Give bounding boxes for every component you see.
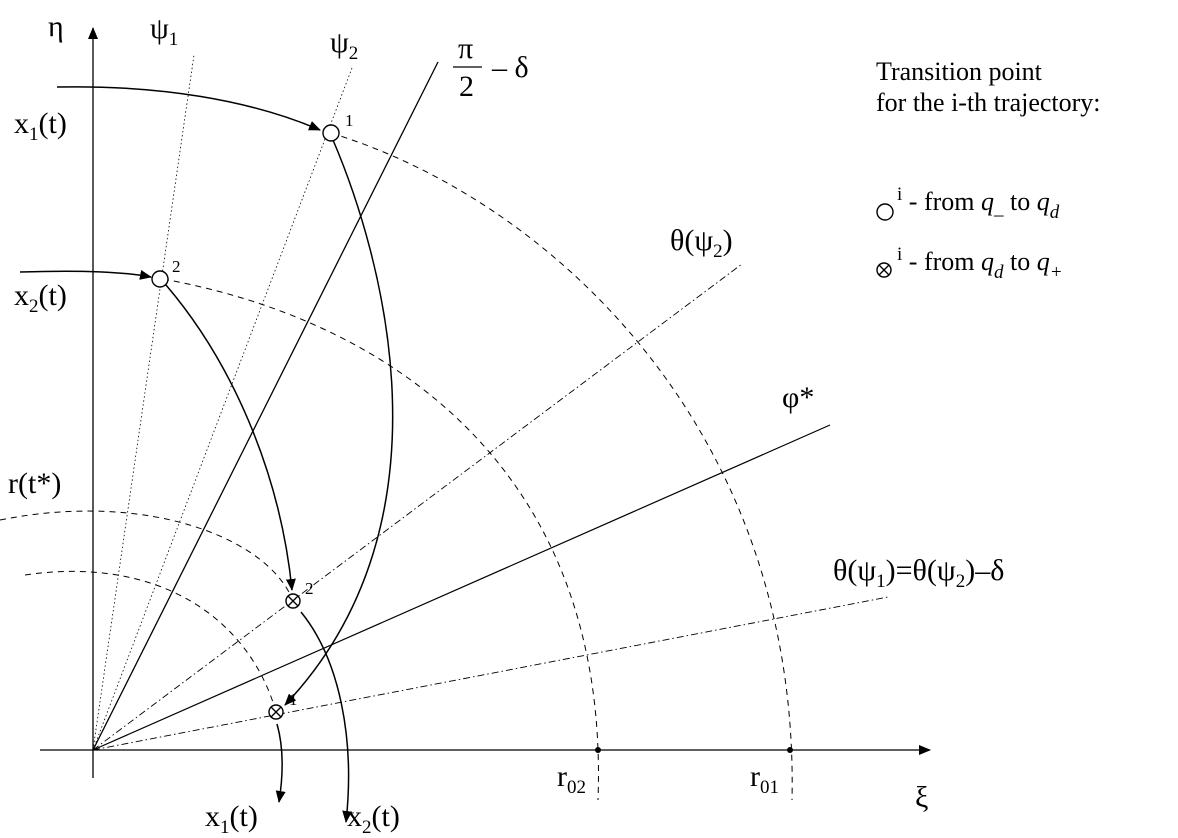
arc-r02: [162, 278, 599, 801]
legend-item-circle: i - from q_ to qd: [897, 184, 1060, 223]
x1-in-label: x1(t): [14, 107, 67, 145]
trajectory-1-middle: [284, 139, 394, 706]
r-t-star-label: r(t*): [8, 467, 61, 500]
theta-psi1-ray: [92, 596, 889, 751]
psi2-label: ψ2: [330, 26, 358, 64]
svg-text:2: 2: [459, 70, 474, 103]
arc-r-t-star-inner: [24, 570, 277, 713]
r01-label: r01: [750, 760, 779, 798]
circle-marker-2: [151, 270, 169, 288]
arc-r01: [330, 132, 793, 801]
arc-r-t-star-outer: [0, 510, 294, 602]
r02-label: r02: [557, 760, 586, 798]
xi-label: ξ: [915, 781, 928, 814]
svg-text:– δ: – δ: [491, 51, 529, 84]
theta-psi2-ray: [92, 263, 743, 751]
trajectory-2-incoming: [19, 270, 152, 280]
r01-point: [787, 747, 793, 753]
trajectory-2-middle: [165, 284, 296, 591]
legend: Transition point for the i-th trajectory…: [876, 57, 1101, 283]
x2-out-label: x2(t): [347, 800, 400, 838]
legend-title-line1: Transition point: [876, 57, 1043, 86]
circle-marker-1: [322, 124, 340, 142]
phi-star-ray: [92, 424, 831, 751]
theta-psi1-label: θ(ψ1)=θ(ψ2)–δ: [833, 554, 1004, 592]
circle-marker-2-label: 2: [172, 257, 181, 276]
legend-item-otimes: i - from qd to q+: [897, 244, 1063, 283]
psi1-label: ψ1: [150, 12, 178, 50]
phi-star-label: φ*: [782, 381, 814, 414]
eta-label: η: [48, 10, 64, 43]
otimes-marker-1-label: 1: [289, 690, 298, 709]
svg-text:π: π: [458, 32, 473, 65]
legend-circle-icon: [876, 203, 894, 221]
psi1-ray: [92, 54, 195, 751]
circle-marker-1-label: 1: [345, 111, 354, 130]
theta-psi2-label: θ(ψ2): [670, 224, 733, 262]
x1-out-label: x1(t): [205, 800, 258, 838]
otimes-marker-1: [268, 704, 284, 720]
legend-otimes-icon: [876, 262, 892, 278]
pi-half-minus-delta-ray: [92, 61, 439, 751]
trajectory-1-outgoing: [275, 723, 286, 803]
trajectory-2-outgoing: [300, 611, 353, 823]
pi-half-minus-delta-label: π 2 – δ: [453, 32, 529, 103]
psi2-ray: [92, 67, 353, 751]
legend-title-line2: for the i-th trajectory:: [876, 88, 1101, 117]
otimes-marker-2-label: 2: [305, 579, 314, 598]
x2-in-label: x2(t): [14, 279, 67, 317]
otimes-marker-2: [285, 593, 301, 609]
r02-point: [595, 747, 601, 753]
trajectory-1-incoming: [56, 86, 321, 131]
